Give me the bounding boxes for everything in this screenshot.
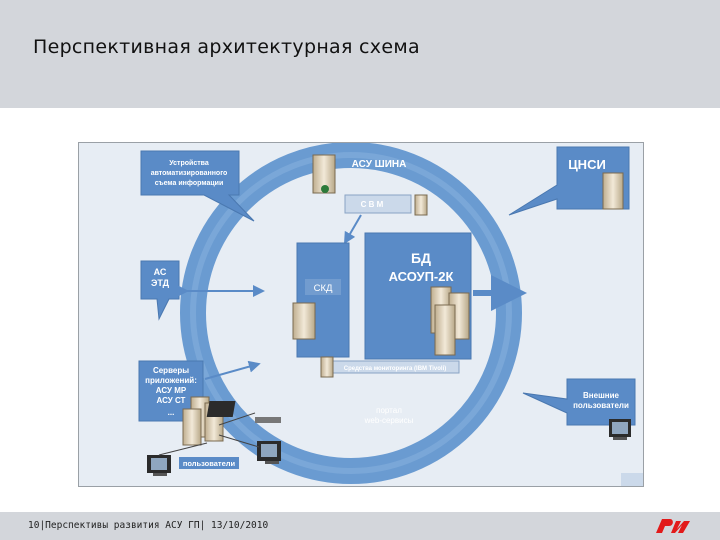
callout-devices-label: Устройства: [169, 159, 209, 167]
callout-tsnsi: [508, 146, 630, 216]
callout-devices-label-2: автоматизированного: [151, 170, 228, 177]
ring-highlight: [190, 152, 512, 474]
callout-external: [522, 378, 636, 426]
as-etd-line-2: ЭТД: [151, 278, 170, 288]
servers-line-1: Серверы: [153, 366, 189, 375]
users-label: пользователи: [183, 459, 236, 468]
monitoring-server-icon: [320, 356, 334, 378]
footer-text: 10|Перспективы развития АСУ ГП| 13/10/20…: [28, 520, 269, 531]
link-users-1: [158, 442, 208, 456]
db-label-1: БД: [411, 250, 431, 266]
svm-server-icon: [414, 194, 428, 216]
external-workstation-icon: [609, 419, 631, 440]
external-line-2: пользователи: [573, 401, 629, 410]
bus-server-icon: [312, 154, 336, 194]
workstation-icon-2: [257, 441, 281, 464]
tsnsi-server-icon: [602, 172, 624, 210]
header-bar: [0, 0, 720, 108]
servers-line-4: АСУ СТ: [157, 396, 186, 405]
callout-devices: [140, 150, 255, 222]
users-label-box: [179, 457, 239, 469]
bus-label: АСУ ШИНА: [352, 159, 407, 170]
page-title: Перспективная архитектурная схема: [33, 36, 420, 58]
link-users-2: [218, 412, 256, 426]
skd-label: СКД: [314, 283, 333, 294]
db-servers-icon: [430, 286, 470, 356]
skd-server-icon: [292, 302, 316, 340]
svm-box: [344, 194, 412, 214]
skd-box: [296, 242, 350, 358]
servers-line-3: АСУ МР: [156, 386, 187, 395]
callout-devices-label-3: съема информации: [155, 180, 224, 187]
servers-line-5: ...: [168, 408, 175, 417]
arrow-svm-down: [343, 214, 362, 245]
portal-label-2: web-сервисы: [364, 416, 414, 425]
link-users-3: [218, 434, 260, 448]
servers-line-2: приложений:: [145, 376, 197, 385]
external-line-1: Внешние: [583, 391, 619, 400]
diagram-canvas: Устройства автоматизированного съема инф…: [138, 142, 643, 486]
corner-box: [621, 473, 643, 486]
tsnsi-label: ЦНСИ: [568, 157, 606, 172]
workstation-icon: [147, 455, 171, 476]
as-etd-line-1: АС: [154, 267, 167, 277]
arrow-servers-ring: [204, 360, 261, 380]
portal-label-1: портал: [376, 406, 402, 415]
architecture-diagram: Устройства автоматизированного съема инф…: [78, 142, 644, 487]
callout-as-etd: [140, 260, 180, 321]
footer-bar: [0, 512, 720, 540]
db-label-2: АСОУП-2К: [389, 269, 454, 284]
svm-label: С В М: [361, 200, 384, 209]
skd-label-box: [305, 279, 341, 295]
rzd-logo-icon: [656, 519, 690, 533]
monitoring-label: Средства мониторинга (IBM Tivoli): [344, 366, 447, 372]
laptop-icon: [206, 401, 281, 423]
